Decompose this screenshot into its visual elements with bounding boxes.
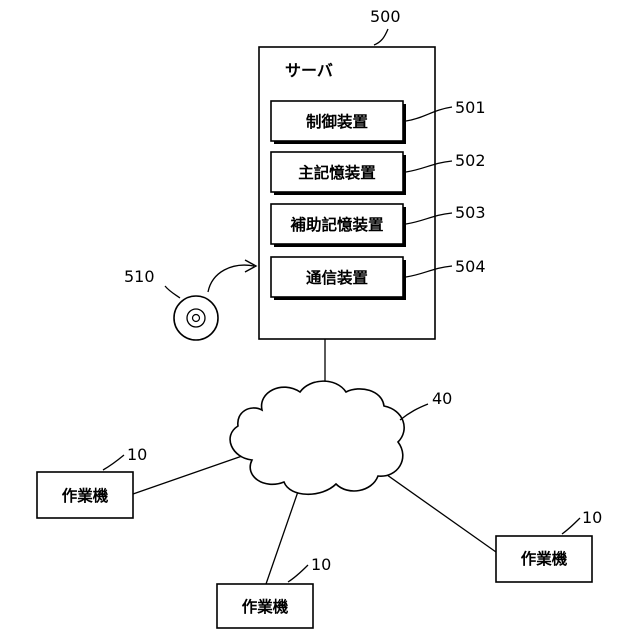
server-ref-leader bbox=[374, 29, 388, 45]
network-worker-line-bottom bbox=[266, 480, 302, 584]
worker-label: 作業機 bbox=[62, 486, 109, 505]
unit-ref: 504 bbox=[455, 257, 486, 276]
worker-left: 作業機 10 bbox=[37, 445, 147, 518]
worker-ref: 10 bbox=[127, 445, 147, 464]
worker-ref-leader bbox=[103, 455, 124, 470]
worker-bottom: 作業機 10 bbox=[217, 555, 331, 628]
worker-ref-leader bbox=[562, 518, 580, 534]
unit-label: 制御装置 bbox=[306, 112, 368, 131]
worker-ref: 10 bbox=[582, 508, 602, 527]
unit-control: 制御装置 501 bbox=[271, 98, 486, 144]
disc-ref: 510 bbox=[124, 267, 155, 286]
unit-communication: 通信装置 504 bbox=[271, 257, 486, 300]
storage-disc: 510 bbox=[124, 260, 256, 340]
worker-label: 作業機 bbox=[242, 597, 289, 616]
unit-auxiliary-storage: 補助記憶装置 503 bbox=[271, 203, 486, 247]
network-cloud bbox=[230, 381, 404, 494]
unit-label: 補助記憶装置 bbox=[289, 215, 383, 234]
worker-ref-leader bbox=[288, 565, 308, 582]
server-ref: 500 bbox=[370, 7, 401, 26]
network-ref: 40 bbox=[432, 389, 452, 408]
worker-right: 作業機 10 bbox=[496, 508, 602, 582]
network-worker-line-right bbox=[380, 470, 496, 552]
server: サーバ 500 制御装置 501 主記憶装置 502 補助記憶装置 503 bbox=[259, 7, 486, 339]
unit-ref: 503 bbox=[455, 203, 486, 222]
install-arrow bbox=[208, 265, 254, 292]
network-ref-leader bbox=[400, 404, 428, 420]
disc-ref-leader bbox=[165, 286, 180, 298]
network: 40 bbox=[230, 381, 452, 494]
unit-ref: 502 bbox=[455, 151, 486, 170]
unit-ref: 501 bbox=[455, 98, 486, 117]
server-title: サーバ bbox=[285, 61, 333, 80]
unit-label: 主記憶装置 bbox=[298, 163, 376, 182]
unit-label: 通信装置 bbox=[306, 268, 368, 287]
worker-ref: 10 bbox=[311, 555, 331, 574]
network-worker-line-left bbox=[133, 455, 245, 494]
worker-label: 作業機 bbox=[521, 549, 568, 568]
unit-main-memory: 主記憶装置 502 bbox=[271, 151, 486, 195]
